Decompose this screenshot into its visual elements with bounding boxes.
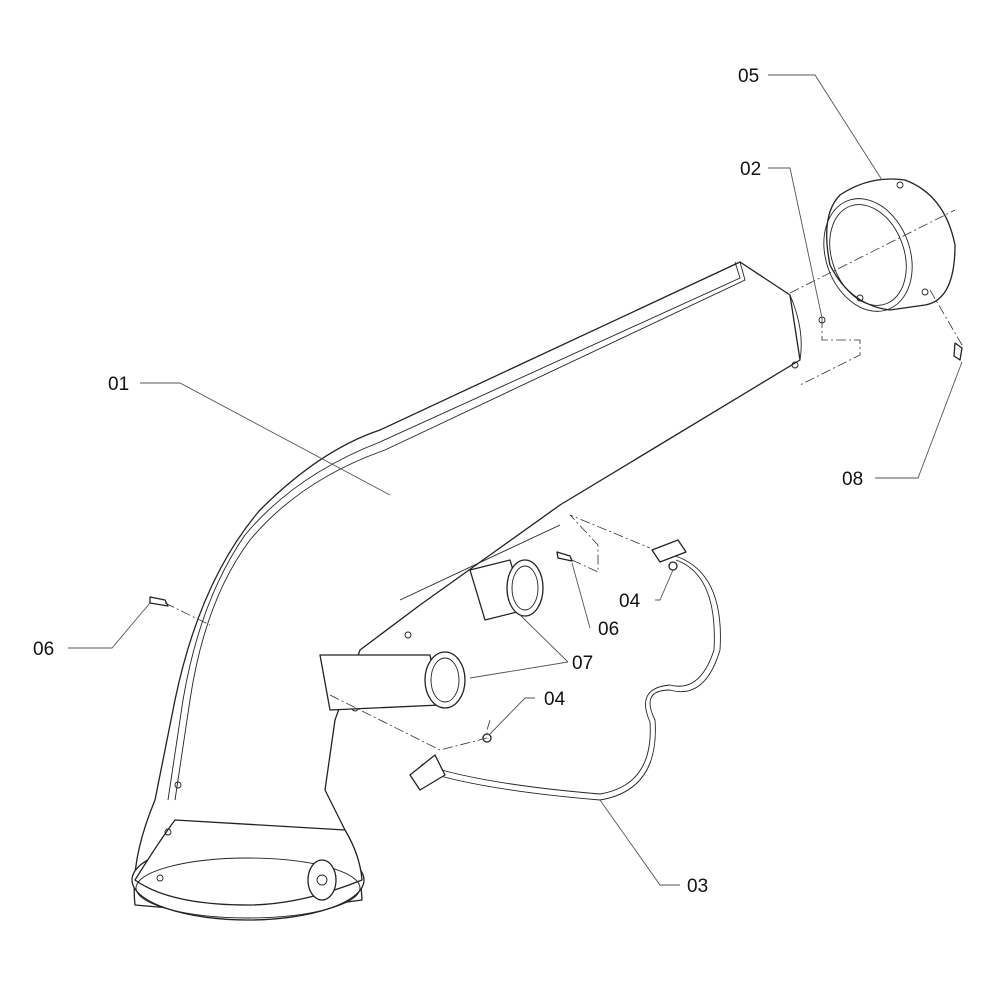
callout-leaders bbox=[68, 74, 963, 886]
callout-04-upper: 04 bbox=[619, 591, 641, 612]
leader-01 bbox=[140, 382, 391, 496]
callout-06-right: 06 bbox=[598, 619, 619, 640]
leader-03 bbox=[599, 799, 680, 886]
callout-01: 01 bbox=[108, 374, 129, 395]
leader-05 bbox=[768, 74, 883, 181]
leader-04a bbox=[655, 569, 674, 601]
part-05-ring bbox=[823, 178, 956, 312]
leader-04b bbox=[488, 697, 535, 736]
callout-06-left: 06 bbox=[33, 639, 54, 660]
leader-02 bbox=[768, 167, 823, 319]
callout-02: 02 bbox=[740, 159, 761, 180]
part-07-clamps bbox=[319, 559, 544, 711]
leader-06a bbox=[68, 602, 151, 649]
part-01-chute bbox=[131, 261, 826, 921]
leader-08 bbox=[875, 361, 963, 479]
callout-03: 03 bbox=[687, 876, 708, 897]
callout-05: 05 bbox=[738, 66, 759, 87]
leader-06b bbox=[571, 562, 591, 629]
callout-08: 08 bbox=[842, 469, 863, 490]
center-lines bbox=[164, 209, 963, 751]
callout-07: 07 bbox=[572, 653, 593, 674]
part-03-band bbox=[409, 539, 721, 801]
callout-04-lower: 04 bbox=[544, 689, 566, 710]
leader-07 bbox=[469, 614, 569, 679]
